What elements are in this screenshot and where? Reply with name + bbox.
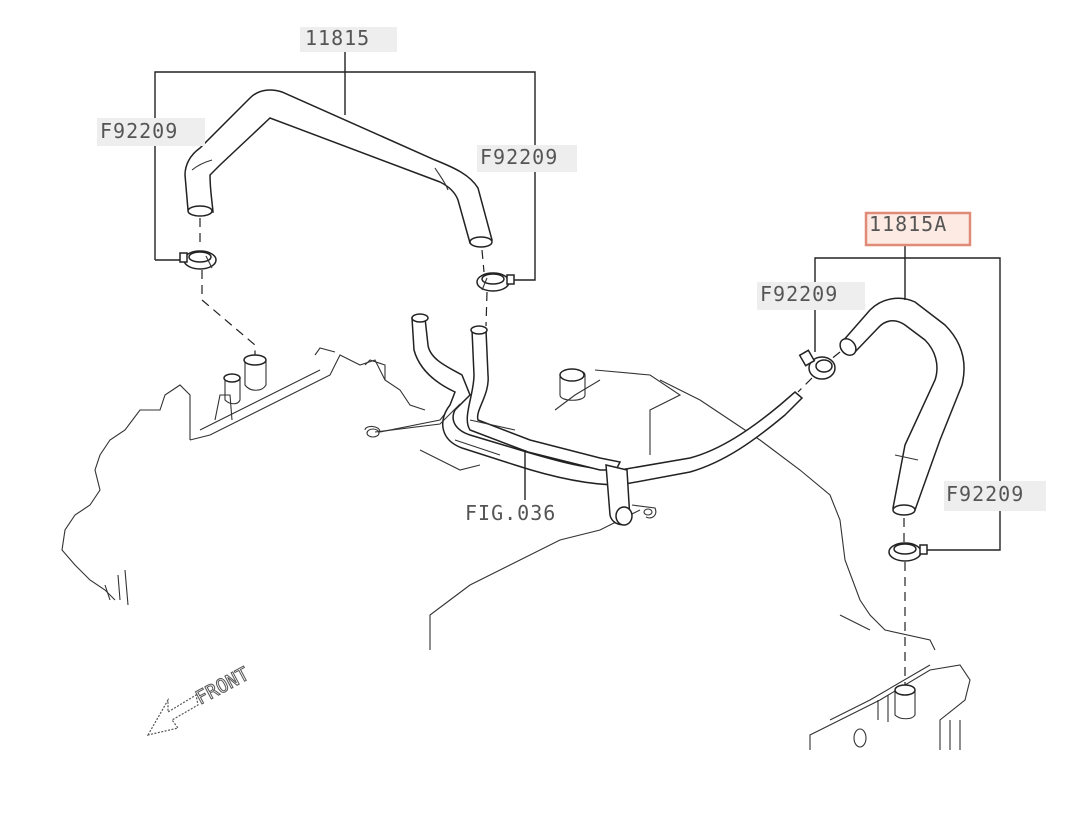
engine-block-outline xyxy=(61,347,936,651)
clamp-3 xyxy=(798,349,836,380)
label-clamp-2[interactable]: F92209 xyxy=(477,145,577,172)
front-label: FRONT xyxy=(192,663,253,709)
label-clamp-2-text: F92209 xyxy=(480,145,558,169)
label-part-top[interactable]: 11815 xyxy=(300,26,397,52)
clamp-1 xyxy=(179,250,217,270)
hose-11815 xyxy=(184,89,493,248)
label-fig-ref[interactable]: FIG.036 xyxy=(465,501,556,525)
label-clamp-3[interactable]: F92209 xyxy=(757,282,865,310)
label-clamp-4-text: F92209 xyxy=(946,482,1024,506)
label-part-right-text: 11815A xyxy=(869,212,947,236)
label-clamp-4[interactable]: F92209 xyxy=(944,481,1046,511)
clamp-4 xyxy=(888,542,928,562)
dashed-connections xyxy=(199,218,906,685)
front-indicator: FRONT xyxy=(146,663,253,736)
lower-block-outline xyxy=(809,664,971,750)
label-clamp-1-text: F92209 xyxy=(100,119,178,143)
label-clamp-1[interactable]: F92209 xyxy=(97,118,205,146)
label-clamp-3-text: F92209 xyxy=(760,282,838,306)
clamp-2 xyxy=(476,272,515,292)
hose-11815a xyxy=(839,297,965,516)
label-part-top-text: 11815 xyxy=(305,26,370,50)
label-part-right-highlighted[interactable]: 11815A xyxy=(864,211,972,247)
front-arrow-icon xyxy=(146,694,199,736)
label-fig-ref-text: FIG.036 xyxy=(465,501,556,525)
water-pipe-assembly xyxy=(374,313,804,526)
